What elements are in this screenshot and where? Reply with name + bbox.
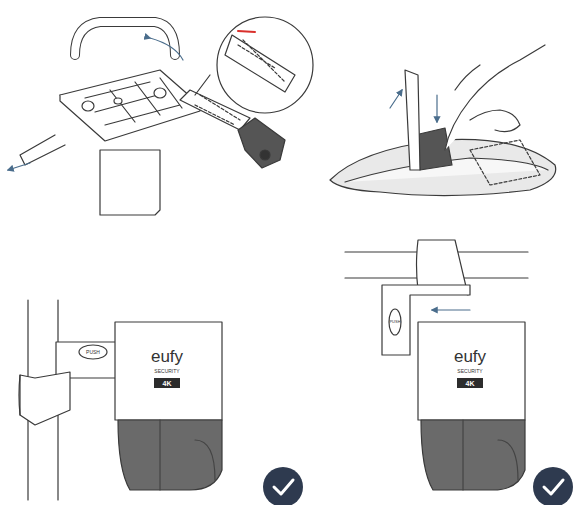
brand-subtitle: SECURITY (154, 369, 179, 374)
resolution-badge: 4K (163, 380, 172, 387)
push-mark: PUSH (86, 350, 100, 355)
brand-logo: eufy (151, 348, 183, 365)
brand-logo: eufy (454, 348, 486, 365)
brand-subtitle: SECURITY (457, 369, 482, 374)
push-mark: PUSH (389, 320, 400, 324)
resolution-badge: 4K (466, 380, 475, 387)
